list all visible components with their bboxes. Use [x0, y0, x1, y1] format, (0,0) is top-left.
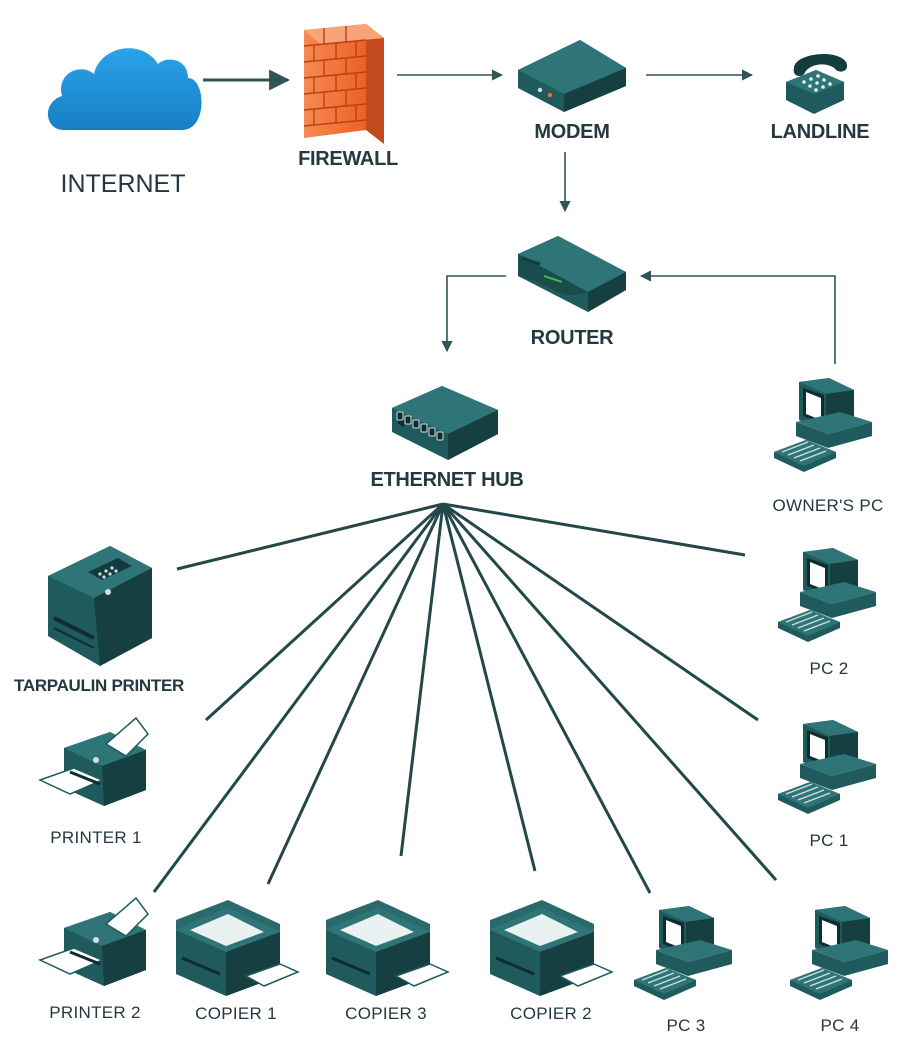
- tarpaulin-printer-label: TARPAULIN PRINTER: [14, 676, 184, 695]
- copier1-label: COPIER 1: [195, 1004, 277, 1023]
- copier-icon: [324, 898, 450, 998]
- connection-ethernet_hub-pc2: [442, 502, 746, 557]
- ethernet-hub-label: ETHERNET HUB: [370, 469, 524, 491]
- copier2-label: COPIER 2: [510, 1004, 592, 1023]
- connection-router-ethernet_hub: [441, 275, 506, 353]
- connection-ethernet_hub-pc3: [441, 503, 652, 894]
- large-printer-icon: [48, 546, 152, 666]
- copier3-label: COPIER 3: [345, 1004, 427, 1023]
- desktop-pc-icon: [777, 719, 877, 815]
- connection-ethernet_hub-tarpaulin_printer: [176, 502, 444, 571]
- connection-ethernet_hub-copier2: [441, 503, 537, 872]
- desktop-pc-icon: [773, 377, 873, 473]
- modem-icon: [518, 40, 626, 112]
- cloud-icon: [47, 48, 202, 130]
- printer-icon: [38, 896, 150, 988]
- connection-ethernet_hub-copier3: [399, 503, 445, 857]
- ethernet-hub-icon: [392, 386, 498, 460]
- firewall-label: FIREWALL: [298, 148, 398, 170]
- desktop-pc-icon: [789, 905, 889, 1001]
- pc1-label: PC 1: [809, 831, 849, 850]
- pc2-label: PC 2: [809, 659, 849, 678]
- desktop-pc-icon: [633, 905, 733, 1001]
- router-label: ROUTER: [530, 327, 614, 349]
- connection-ethernet_hub-pc1: [442, 502, 759, 722]
- owners-pc-label: OWNER'S PC: [772, 496, 884, 515]
- connection-ethernet_hub-printer1: [204, 502, 445, 722]
- landline-label: LANDLINE: [770, 121, 870, 143]
- connection-ethernet_hub-printer2: [152, 503, 445, 893]
- pc3-label: PC 3: [666, 1016, 706, 1035]
- copier-icon: [488, 898, 614, 998]
- connection-owners_pc-router: [639, 270, 836, 364]
- connection-ethernet_hub-copier1: [266, 503, 445, 885]
- internet-label: INTERNET: [60, 170, 186, 198]
- desktop-pc-icon: [777, 547, 877, 643]
- modem-label: MODEM: [534, 121, 610, 143]
- router-icon: [518, 236, 626, 312]
- connection-ethernet_hub-pc4: [441, 503, 778, 881]
- telephone-icon: [786, 54, 848, 114]
- printer1-label: PRINTER 1: [50, 828, 142, 847]
- firewall-icon: [303, 24, 384, 144]
- copier-icon: [174, 898, 300, 998]
- printer-icon: [38, 716, 150, 808]
- pc4-label: PC 4: [820, 1016, 860, 1035]
- printer2-label: PRINTER 2: [49, 1003, 141, 1022]
